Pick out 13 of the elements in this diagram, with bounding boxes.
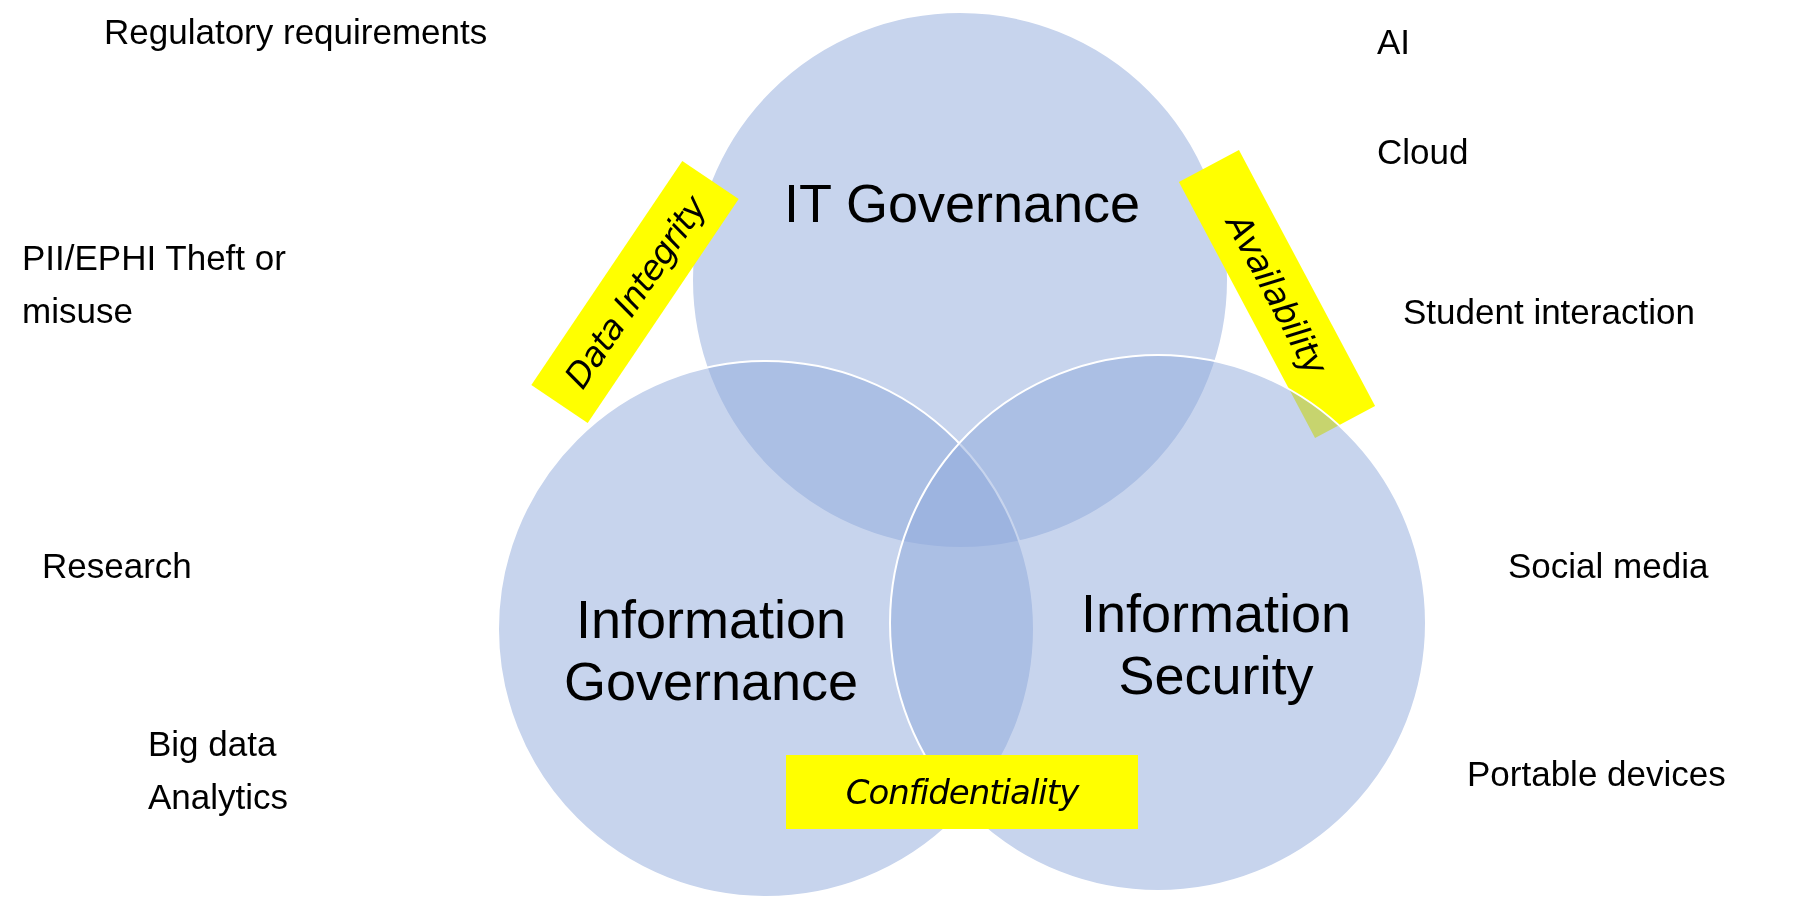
topic-label: Student interaction — [1403, 291, 1696, 333]
circle-title: Information Security — [1079, 582, 1353, 707]
topic-label: Regulatory requirements — [104, 11, 489, 53]
topic-label: Portable devices — [1467, 753, 1727, 795]
topic-label: Cloud — [1377, 131, 1470, 173]
topic-label: Research — [42, 545, 193, 587]
topic-label: AI — [1377, 21, 1412, 63]
topic-label: Big data Analytics — [148, 723, 290, 818]
circle-title: Information Governance — [562, 588, 860, 713]
topic-label: PII/EPHI Theft or misuse — [22, 237, 287, 332]
highlight-tag: Confidentiality — [786, 755, 1138, 829]
circle-title: IT Governance — [782, 172, 1142, 235]
topic-label: Social media — [1508, 545, 1710, 587]
